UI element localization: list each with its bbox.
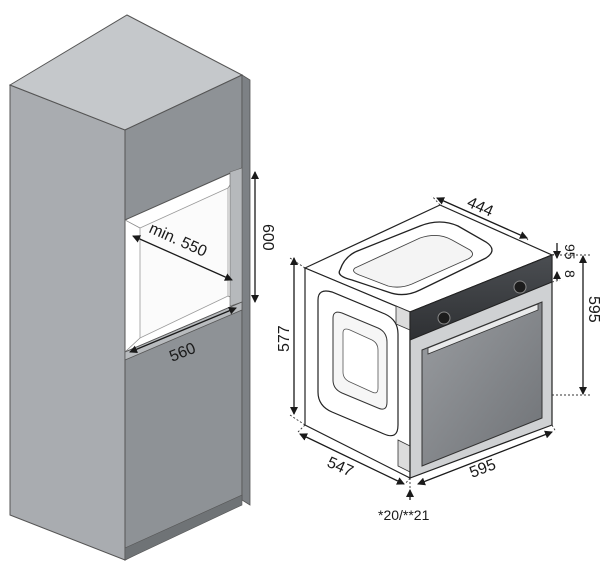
label-niche-height: 600 (259, 224, 276, 251)
cabinet-side-face (9, 84, 126, 561)
dim-niche-height: 600 (251, 171, 276, 303)
knob-left-icon (437, 311, 451, 325)
label-panel-height-b: 8 (562, 270, 578, 278)
cabinet-bottom-edge (124, 494, 243, 561)
label-door-offset: *20/**21 (378, 507, 430, 523)
dim-panel-heights: 95 8 (551, 243, 578, 283)
oven (303, 204, 554, 479)
label-oven-top-depth: 444 (464, 194, 495, 220)
dim-oven-side-height: 577 (276, 257, 306, 426)
dim-door-offset: *20/**21 (378, 478, 430, 523)
cabinet-right-edge (241, 74, 251, 506)
label-oven-width: 595 (467, 456, 498, 481)
dim-oven-height: 595 (552, 254, 601, 396)
label-panel-height-a: 95 (562, 244, 578, 260)
label-oven-height: 595 (585, 296, 601, 323)
oven-door-handle (427, 303, 539, 355)
knob-right-icon (513, 280, 527, 294)
label-oven-side-height: 577 (276, 325, 293, 352)
niche-side-strip (229, 167, 243, 307)
cabinet (8, 14, 251, 561)
